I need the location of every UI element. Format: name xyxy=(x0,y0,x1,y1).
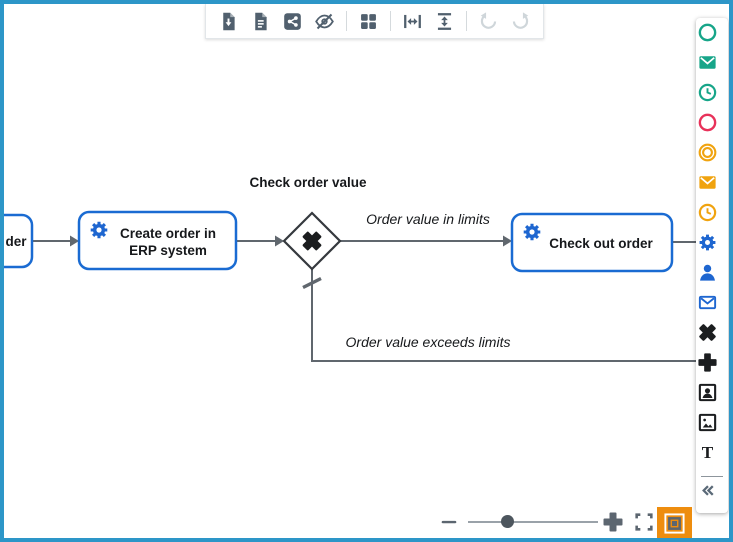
file-download-icon xyxy=(218,11,239,32)
portrait-image-button[interactable] xyxy=(697,382,727,412)
toolbar-divider xyxy=(466,11,467,31)
message-intermediate-event-button[interactable] xyxy=(697,172,727,202)
x-mark-icon xyxy=(697,322,727,352)
palette-divider xyxy=(701,476,723,477)
zoom-slider-track[interactable] xyxy=(468,521,598,523)
grid-icon xyxy=(358,11,379,32)
message-start-event-button[interactable] xyxy=(697,52,727,82)
element-palette: T xyxy=(696,18,728,513)
grid-button[interactable] xyxy=(358,11,379,32)
intermediate-event-button[interactable] xyxy=(697,142,727,172)
gateway-x-marker xyxy=(302,231,322,251)
text-tool-button[interactable]: T xyxy=(697,442,727,472)
gear-icon xyxy=(697,232,727,262)
envelope-filled-icon xyxy=(697,52,727,82)
undo-icon xyxy=(478,11,499,32)
envelope-outline-icon xyxy=(697,292,727,322)
clock-icon xyxy=(697,82,727,112)
document-button[interactable] xyxy=(250,11,271,32)
message-task-button[interactable] xyxy=(697,292,727,322)
arrowhead xyxy=(503,235,512,247)
hide-overlays-button[interactable] xyxy=(314,11,335,32)
timer-intermediate-event-button[interactable] xyxy=(697,202,727,232)
collapse-palette-button[interactable] xyxy=(697,480,727,510)
zoom-in-button[interactable] xyxy=(602,511,624,533)
task-create-order-label-line2: ERP system xyxy=(129,243,207,258)
arrowhead xyxy=(275,235,284,247)
share-icon xyxy=(282,11,303,32)
service-task-gear-icon xyxy=(89,220,109,240)
fit-height-icon xyxy=(434,11,455,32)
fit-height-button[interactable] xyxy=(434,11,455,32)
fit-width-button[interactable] xyxy=(402,11,423,32)
task-create-order[interactable] xyxy=(77,210,238,271)
download-button[interactable] xyxy=(218,11,239,32)
clock-icon xyxy=(697,202,727,232)
envelope-filled-icon xyxy=(697,172,727,202)
undo-button[interactable] xyxy=(478,11,499,32)
image-icon xyxy=(697,412,727,442)
gateway-label[interactable]: Check order value xyxy=(249,175,367,190)
top-toolbar xyxy=(205,4,544,39)
parallel-gateway-button[interactable] xyxy=(697,352,727,382)
svg-text:T: T xyxy=(702,443,714,462)
task-check-out-order-label: Check out order xyxy=(549,236,653,251)
timer-start-event-button[interactable] xyxy=(697,82,727,112)
image-button[interactable] xyxy=(697,412,727,442)
plus-icon xyxy=(697,352,727,382)
flow-label-exceeds-limits[interactable]: Order value exceeds limits xyxy=(346,334,511,350)
eye-off-icon xyxy=(314,11,335,32)
text-icon: T xyxy=(697,442,727,472)
service-task-gear-icon xyxy=(522,222,542,242)
end-event-button[interactable] xyxy=(697,112,727,142)
double-circle-icon xyxy=(697,142,727,172)
task-create-order-label-line1: Create order in xyxy=(120,226,216,241)
person-icon xyxy=(697,262,727,292)
toolbar-divider xyxy=(346,11,347,31)
arrowhead xyxy=(70,235,79,247)
fit-screen-button[interactable] xyxy=(633,511,655,533)
exclusive-gateway-button[interactable] xyxy=(697,322,727,352)
redo-button[interactable] xyxy=(510,11,531,32)
task-partial-label: der xyxy=(5,234,27,249)
portrait-icon xyxy=(697,382,727,412)
redo-icon xyxy=(510,11,531,32)
start-event-button[interactable] xyxy=(697,22,727,52)
task-check-out-order[interactable] xyxy=(510,212,674,273)
zoom-out-button[interactable] xyxy=(438,511,460,533)
default-flow-marker xyxy=(302,276,322,290)
service-task-button[interactable] xyxy=(697,232,727,262)
chevron-double-left-icon xyxy=(697,480,727,510)
file-document-icon xyxy=(250,11,271,32)
fit-width-icon xyxy=(402,11,423,32)
circle-icon xyxy=(697,112,727,142)
flow-exceeds-limits[interactable] xyxy=(311,269,700,362)
flow-label-in-limits[interactable]: Order value in limits xyxy=(366,211,490,227)
circle-icon xyxy=(697,22,727,52)
minimap-toggle-button[interactable] xyxy=(657,507,692,539)
share-button[interactable] xyxy=(282,11,303,32)
zoom-slider-handle[interactable] xyxy=(500,515,514,528)
toolbar-divider xyxy=(390,11,391,31)
user-task-button[interactable] xyxy=(697,262,727,292)
